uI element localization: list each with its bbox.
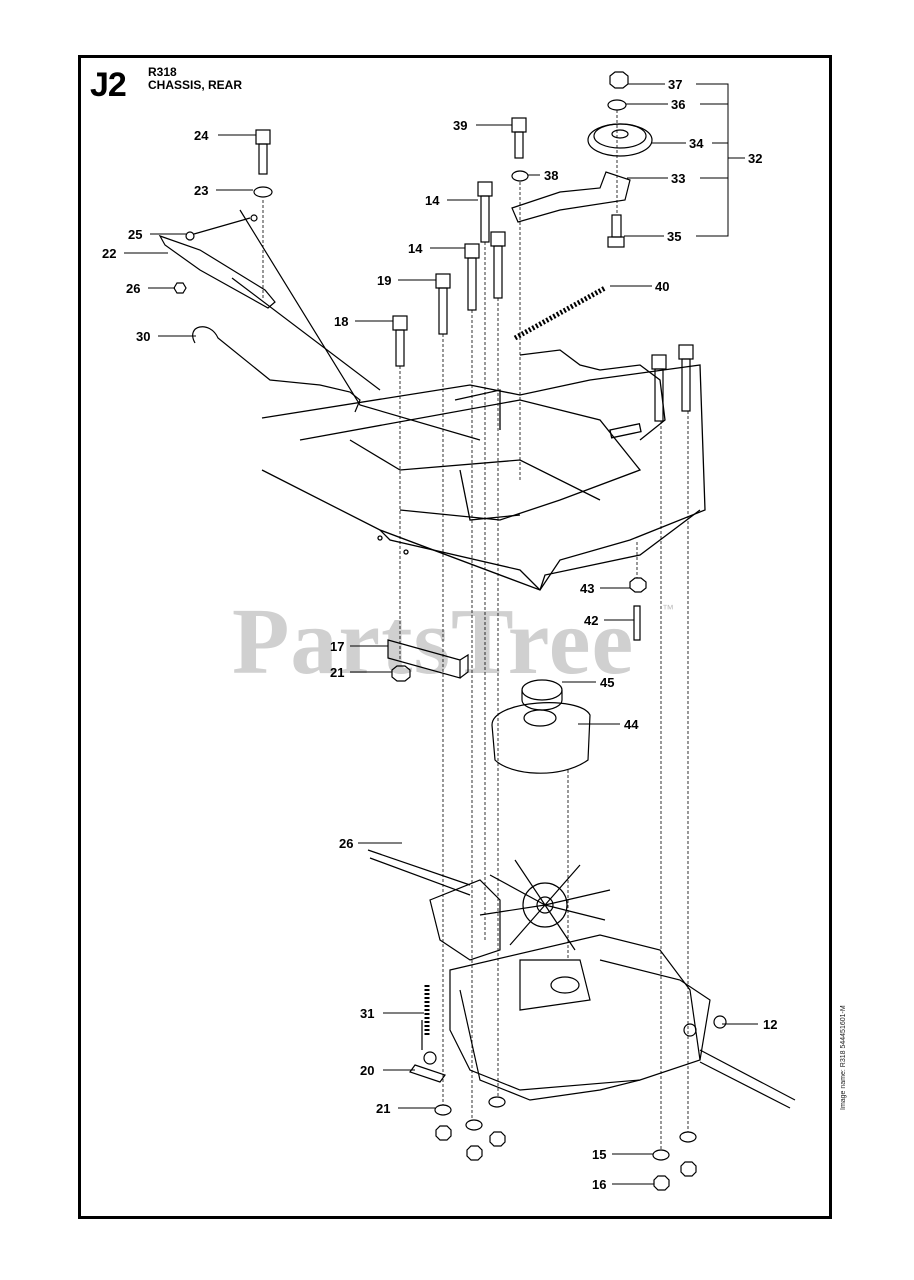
callout-12: 12 bbox=[763, 1017, 777, 1032]
callout-37: 37 bbox=[668, 77, 682, 92]
model-name: R318 bbox=[148, 65, 177, 79]
callout-20: 20 bbox=[360, 1063, 374, 1078]
transaxle-assembly bbox=[367, 849, 796, 1109]
callout-21-lower: 21 bbox=[376, 1101, 390, 1116]
callout-32: 32 bbox=[748, 151, 762, 166]
callout-31: 31 bbox=[360, 1006, 374, 1021]
callout-21-upper: 21 bbox=[330, 665, 344, 680]
callout-34: 34 bbox=[689, 136, 704, 151]
callout-43: 43 bbox=[580, 581, 594, 596]
callout-38: 38 bbox=[544, 168, 558, 183]
diagram-title: CHASSIS, REAR bbox=[148, 78, 243, 92]
callout-42: 42 bbox=[584, 613, 598, 628]
callout-33: 33 bbox=[671, 171, 685, 186]
watermark-trademark: ™ bbox=[662, 602, 674, 616]
callout-24: 24 bbox=[194, 128, 209, 143]
callout-16: 16 bbox=[592, 1177, 606, 1192]
chassis-frame bbox=[261, 349, 706, 591]
bottom-nuts-and-washers bbox=[434, 1096, 697, 1191]
callout-44: 44 bbox=[624, 717, 639, 732]
callout-23: 23 bbox=[194, 183, 208, 198]
callout-19: 19 bbox=[377, 273, 391, 288]
callout-45: 45 bbox=[600, 675, 614, 690]
callout-labels: 24 23 25 22 26 30 18 19 14 14 39 38 37 3… bbox=[102, 77, 777, 1192]
diagram-frame bbox=[78, 55, 832, 1219]
bracket-and-nuts bbox=[387, 577, 647, 682]
callout-14-upper: 14 bbox=[425, 193, 440, 208]
callout-25: 25 bbox=[128, 227, 142, 242]
callout-15: 15 bbox=[592, 1147, 606, 1162]
callout-14-lower: 14 bbox=[408, 241, 423, 256]
callout-35: 35 bbox=[667, 229, 681, 244]
leader-lines bbox=[124, 83, 758, 1185]
callout-26-lower: 26 bbox=[339, 836, 353, 851]
callout-22: 22 bbox=[102, 246, 116, 261]
oil-tank bbox=[491, 679, 591, 774]
watermark-text: PartsTree bbox=[232, 590, 635, 694]
callout-17: 17 bbox=[330, 639, 344, 654]
alignment-lines bbox=[262, 110, 689, 1150]
idler-pulley-assembly bbox=[511, 71, 653, 341]
callout-26: 26 bbox=[126, 281, 140, 296]
callout-40: 40 bbox=[655, 279, 669, 294]
section-code: J2 bbox=[90, 66, 127, 104]
callout-18: 18 bbox=[334, 314, 348, 329]
lever-assembly bbox=[158, 209, 481, 441]
bolts-and-washers bbox=[253, 117, 694, 422]
callout-30: 30 bbox=[136, 329, 150, 344]
callout-39: 39 bbox=[453, 118, 467, 133]
callout-36: 36 bbox=[671, 97, 685, 112]
